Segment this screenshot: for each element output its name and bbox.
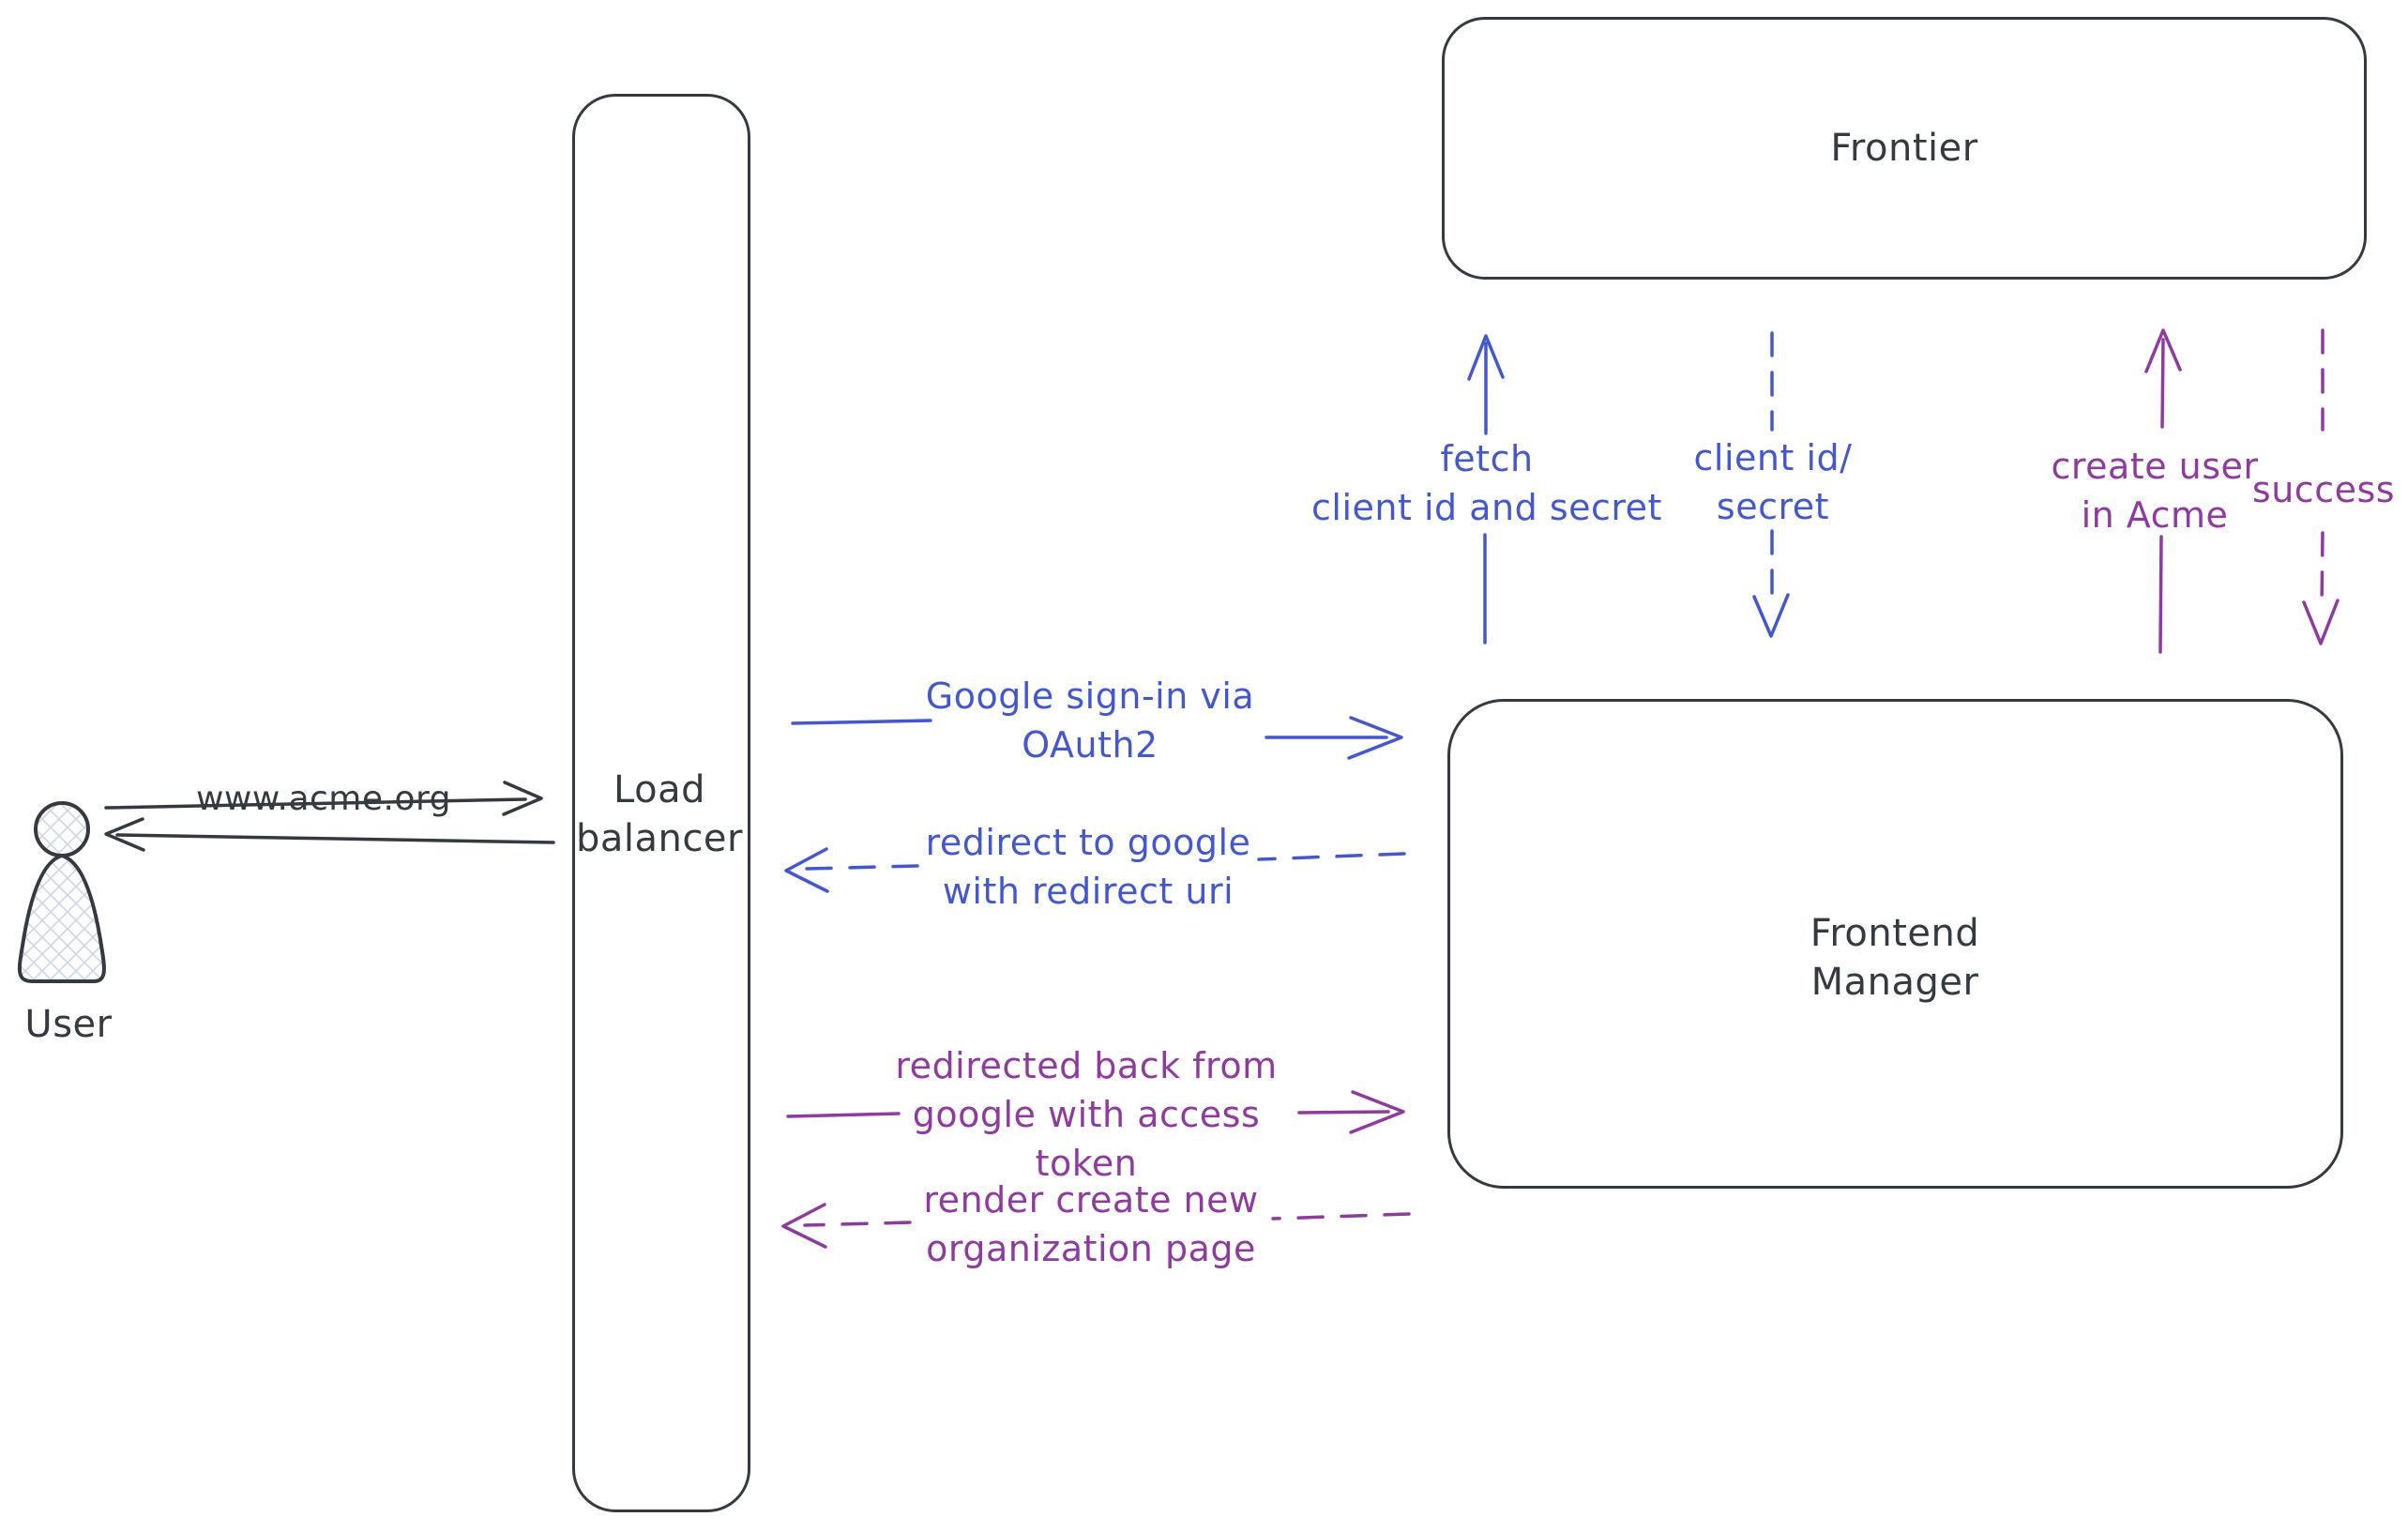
- arrow-client-id-secret: [1752, 331, 1790, 638]
- arrow-success: [2302, 328, 2340, 645]
- load-balancer-title-line1: Load: [613, 768, 705, 812]
- create-user-label-line2: in Acme: [2081, 494, 2229, 536]
- arrow-fetch-credentials: [1467, 334, 1505, 645]
- success-label: success: [2251, 469, 2396, 510]
- arrow-render-org-page: [781, 1203, 1411, 1249]
- arrow-return-to-user: [104, 817, 555, 852]
- render-org-page-label-line1: render create new: [923, 1179, 1259, 1221]
- create-user-label: create user in Acme: [2051, 442, 2258, 539]
- client-id-secret-label: client id/ secret: [1694, 433, 1853, 531]
- fetch-credentials-label: fetch client id and secret: [1311, 434, 1662, 532]
- load-balancer-title-line2: balancer: [576, 817, 743, 860]
- acme-url-label: www.acme.org: [195, 780, 452, 818]
- redirect-google-label: redirect to google with redirect uri: [926, 818, 1251, 916]
- google-signin-label-line2: OAuth2: [1022, 724, 1159, 766]
- frontend-manager-box: [1447, 699, 2343, 1189]
- redirect-google-label-line1: redirect to google: [925, 822, 1251, 863]
- client-id-secret-label-line2: secret: [1716, 486, 1830, 527]
- load-balancer-title: Load balancer: [576, 766, 743, 863]
- fetch-credentials-label-line1: fetch: [1440, 438, 1534, 479]
- google-signin-label-line1: Google sign-in via: [925, 675, 1255, 717]
- frontier-title: Frontier: [1830, 127, 1978, 170]
- render-org-page-label-line2: organization page: [926, 1228, 1256, 1269]
- redirect-google-label-line2: with redirect uri: [942, 871, 1234, 912]
- load-balancer-box: [572, 94, 750, 1512]
- google-signin-label: Google sign-in via OAuth2: [926, 672, 1254, 769]
- redirected-back-label: redirected back from google with access …: [895, 1041, 1277, 1188]
- frontend-manager-title-line2: Manager: [1810, 961, 1979, 1004]
- frontend-manager-title-line1: Frontend: [1810, 912, 1980, 955]
- user-actor-label: User: [24, 1003, 113, 1046]
- fetch-credentials-label-line2: client id and secret: [1311, 487, 1662, 528]
- frontend-manager-title: Frontend Manager: [1810, 909, 1980, 1007]
- redirected-back-label-line1: redirected back from: [895, 1045, 1278, 1086]
- client-id-secret-label-line1: client id/: [1693, 437, 1853, 478]
- arrow-redirect-google: [784, 847, 1406, 893]
- frontier-box: [1442, 17, 2367, 280]
- redirected-back-label-line2: google with access: [912, 1094, 1261, 1135]
- arrow-redirected-back: [786, 1090, 1405, 1134]
- render-org-page-label: render create new organization page: [923, 1176, 1258, 1273]
- arrow-acme-url: [104, 781, 543, 816]
- redirected-back-label-line3: token: [1035, 1143, 1138, 1184]
- create-user-label-line1: create user: [2051, 446, 2259, 487]
- arrow-create-user: [2144, 328, 2182, 654]
- user-actor-icon: [17, 801, 106, 983]
- arrow-google-signin: [791, 716, 1403, 760]
